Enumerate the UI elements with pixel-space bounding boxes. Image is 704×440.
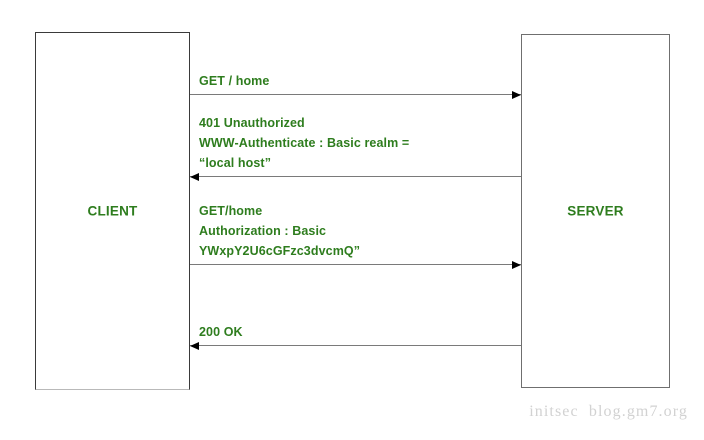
message-200-ok: 200 OK	[190, 318, 521, 350]
participant-box-client: CLIENT	[35, 32, 190, 390]
arrow-line	[190, 175, 521, 177]
message-get-home-authorization: GET/home Authorization : Basic YWxpY2U6c…	[190, 204, 521, 269]
message-label: 200 OK	[199, 325, 243, 339]
arrow-head-left-icon	[190, 172, 199, 181]
arrow-head-right-icon	[512, 260, 521, 269]
participant-label-server: SERVER	[567, 203, 624, 219]
arrow-line	[190, 344, 521, 346]
participant-label-client: CLIENT	[87, 203, 138, 219]
arrow-head-left-icon	[190, 341, 199, 350]
arrow-line	[190, 263, 521, 265]
arrow-line	[190, 93, 521, 95]
watermark: initsec blog.gm7.org	[529, 403, 688, 420]
message-label: 401 Unauthorized WWW-Authenticate : Basi…	[199, 116, 410, 170]
participant-box-server: SERVER	[521, 34, 670, 388]
message-label: GET / home	[199, 74, 270, 88]
arrow-head-right-icon	[512, 90, 521, 99]
message-get-home: GET / home	[190, 57, 521, 99]
message-401-unauthorized: 401 Unauthorized WWW-Authenticate : Basi…	[190, 116, 521, 181]
message-label: GET/home Authorization : Basic YWxpY2U6c…	[199, 204, 361, 258]
